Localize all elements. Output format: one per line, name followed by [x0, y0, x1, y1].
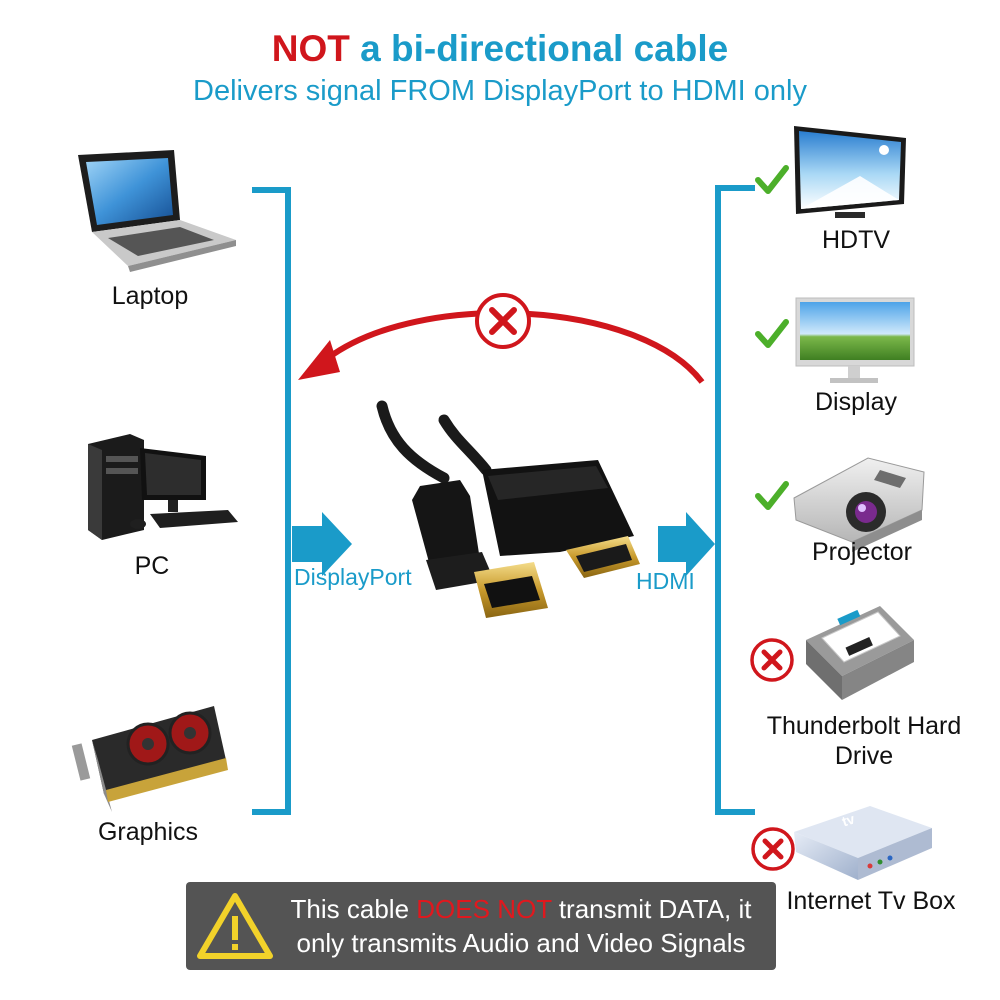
target-label-hdtv: HDTV [821, 226, 891, 254]
source-label-graphics: Graphics [97, 818, 199, 846]
page-subtitle: Delivers signal FROM DisplayPort to HDMI… [193, 75, 807, 107]
graphics-card-icon [71, 706, 228, 812]
input-flow-arrow [292, 512, 352, 576]
hard-drive-cross-icon [750, 638, 794, 682]
target-label-hard-drive-line2: Drive [834, 742, 894, 770]
laptop-icon [78, 150, 236, 272]
cable-illustration [376, 400, 640, 618]
desktop-pc-icon [88, 434, 238, 540]
warning-line2: only transmits Audio and Video Signals [296, 928, 746, 958]
warning-text: This cable DOES NOT transmit DATA, it onl… [276, 892, 766, 960]
target-label-hard-drive-line1: Thunderbolt Hard [766, 712, 962, 740]
projector-icon [793, 457, 925, 552]
hard-drive-icon [806, 606, 914, 700]
target-label-projector: Projector [811, 538, 913, 566]
port-label-hdmi: HDMI [636, 568, 695, 594]
target-bracket [715, 185, 755, 815]
warning-icon [197, 893, 273, 959]
port-label-displayport: DisplayPort [294, 564, 412, 590]
warning-part1: This cable [290, 894, 417, 924]
projector-check-icon [755, 481, 789, 510]
reverse-direction-arrow [298, 293, 705, 384]
source-bracket [252, 187, 291, 815]
tv-box-cross-icon [751, 827, 795, 871]
displayport-connector-icon [412, 480, 548, 618]
page-title: NOT a bi-directional cable [0, 28, 1000, 70]
monitor-icon [795, 297, 915, 383]
target-label-display: Display [815, 388, 897, 416]
source-label-laptop: Laptop [111, 282, 189, 310]
warning-part2: transmit DATA, it [551, 894, 752, 924]
tv-box-icon [794, 806, 932, 880]
target-label-tv-box: Internet Tv Box [786, 887, 956, 915]
title-rest: a bi-directional cable [349, 28, 729, 69]
title-not: NOT [271, 28, 350, 69]
hdtv-check-icon [755, 165, 789, 194]
warning-banner: This cable DOES NOT transmit DATA, it onl… [186, 882, 776, 970]
display-check-icon [755, 319, 789, 348]
warning-highlight: DOES NOT [416, 894, 552, 924]
hdmi-connector-icon [482, 460, 640, 578]
source-label-pc: PC [134, 552, 170, 580]
hdtv-icon [794, 126, 906, 218]
output-flow-arrow [658, 512, 715, 576]
